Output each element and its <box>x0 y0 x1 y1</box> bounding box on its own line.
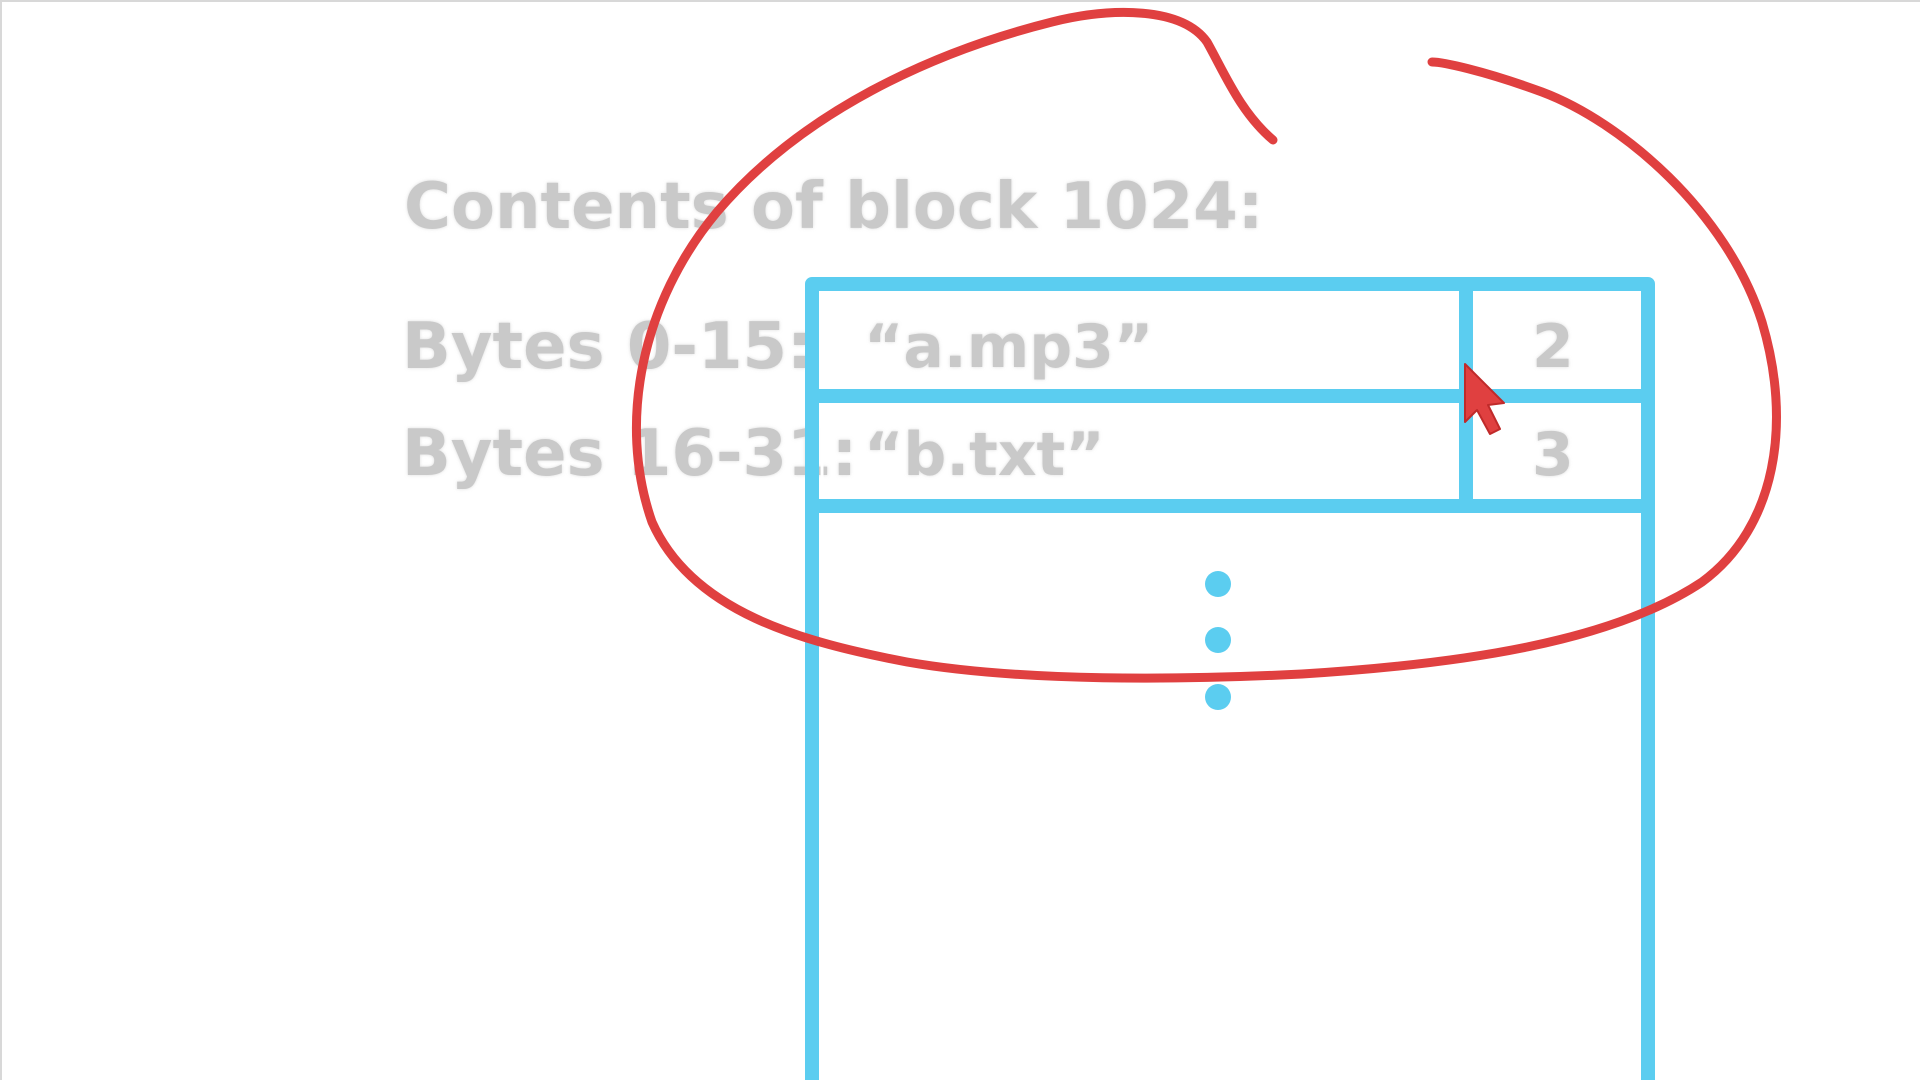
file-name-a-mp3: “a.mp3” <box>864 312 1154 382</box>
file-name-b-txt: “b.txt” <box>864 420 1105 490</box>
vertical-ellipsis-icon <box>1205 571 1231 710</box>
inode-number-3: 3 <box>1532 420 1574 490</box>
red-annotation-circle <box>631 8 1781 683</box>
block-heading: Contents of block 1024: <box>404 170 1264 244</box>
row-label-bytes-16-31: Bytes 16-31: <box>402 417 858 491</box>
table-outer-frame <box>805 277 1655 1080</box>
row-label-bytes-0-15: Bytes 0-15: <box>402 310 813 384</box>
pointer-arrow-icon <box>1464 363 1505 435</box>
inode-number-2: 2 <box>1532 312 1574 382</box>
